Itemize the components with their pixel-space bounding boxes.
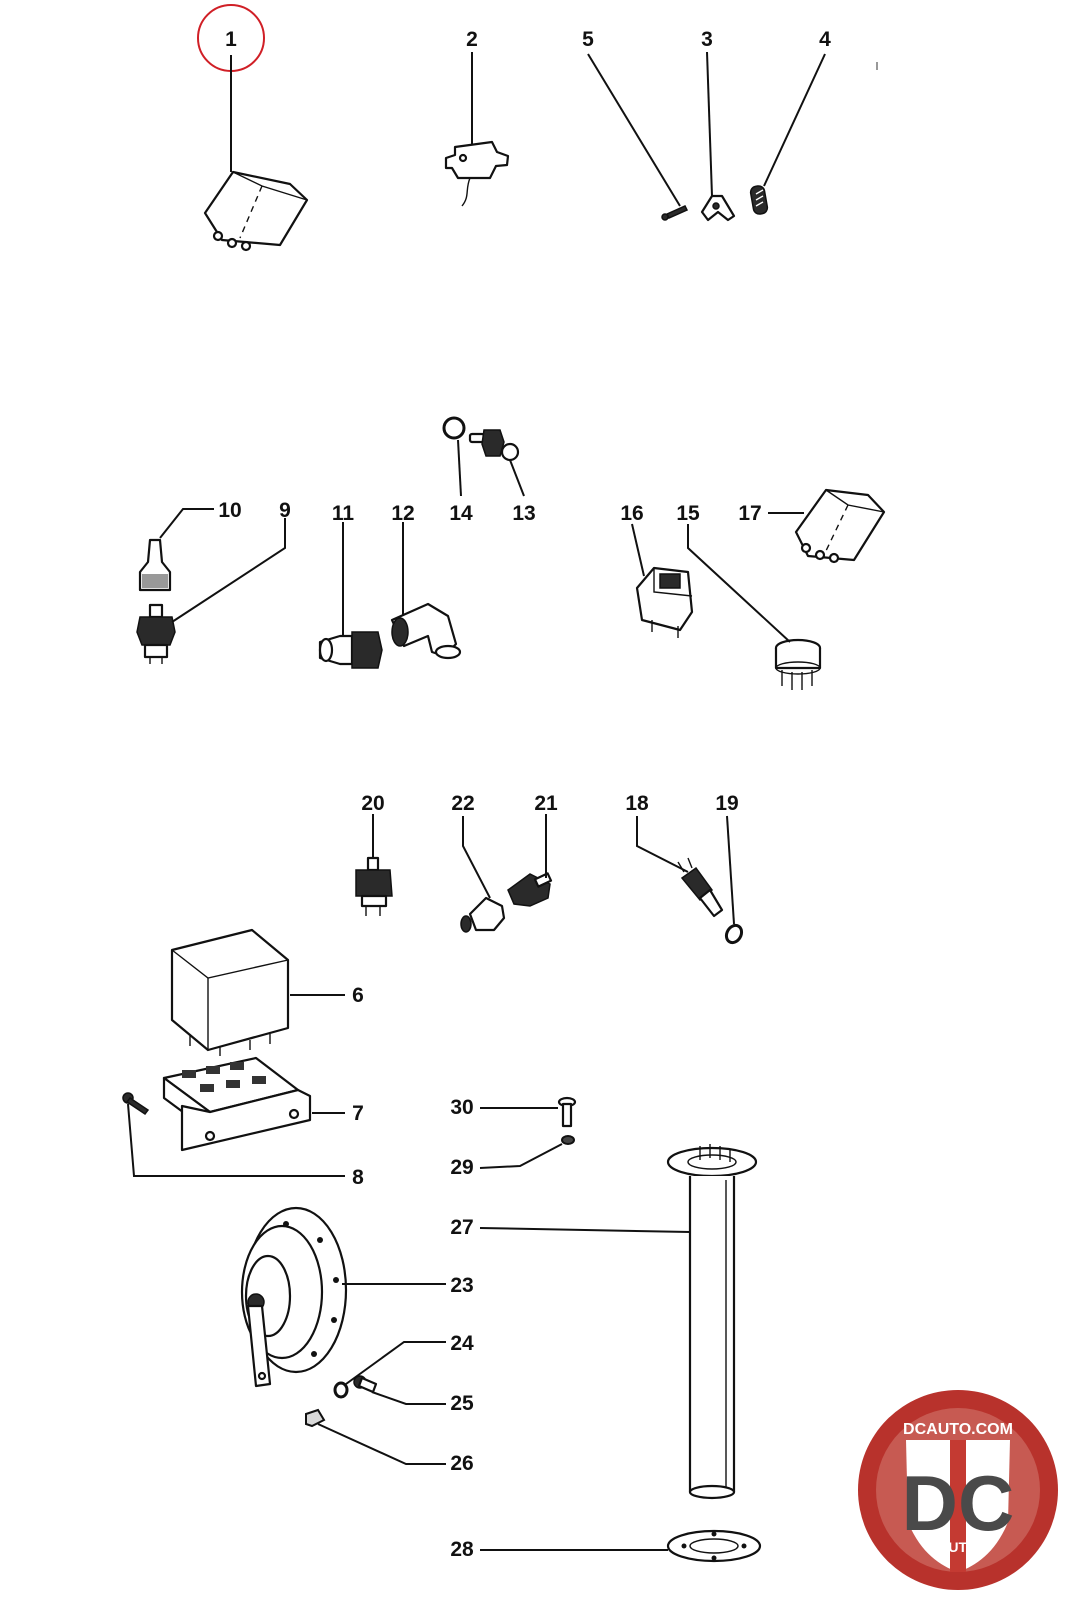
callout-22[interactable]: 22	[451, 792, 474, 815]
callout-26[interactable]: 26	[450, 1452, 473, 1475]
part-21-sender[interactable]	[507, 872, 553, 907]
leader-25	[371, 1391, 446, 1405]
part-8-screw[interactable]	[122, 1092, 150, 1116]
callout-1[interactable]: 1	[225, 28, 237, 51]
callout-19[interactable]: 19	[715, 792, 738, 815]
part-29-washer[interactable]	[561, 1135, 575, 1145]
watermark-top-text: DCAUTO.COM	[903, 1421, 1013, 1438]
part-9-switch[interactable]	[136, 603, 176, 664]
part-30-screw[interactable]	[557, 1096, 577, 1128]
part-3-clip[interactable]	[700, 194, 736, 222]
callout-5[interactable]: 5	[582, 28, 594, 51]
part-26-nut[interactable]	[305, 1408, 326, 1428]
callout-25[interactable]: 25	[450, 1392, 474, 1415]
callout-10[interactable]: 10	[218, 499, 241, 522]
part-25-bolt[interactable]	[353, 1375, 378, 1394]
part-18-sensor[interactable]	[677, 857, 724, 918]
leader-4	[763, 53, 826, 187]
leader-15	[687, 524, 791, 643]
callout-28[interactable]: 28	[450, 1538, 474, 1561]
leader-9	[171, 518, 286, 623]
part-19-washer[interactable]	[723, 923, 744, 946]
part-22-switch[interactable]	[460, 896, 506, 933]
leader-3	[706, 51, 713, 197]
leader-13	[509, 459, 525, 497]
watermark-bottom-text: AUTO	[938, 1539, 978, 1555]
callout-27[interactable]: 27	[450, 1216, 473, 1239]
callout-24[interactable]: 24	[450, 1332, 474, 1355]
callout-9[interactable]: 9	[279, 499, 291, 522]
leader-24	[345, 1341, 446, 1385]
part-10-boot[interactable]	[138, 538, 172, 592]
callout-3[interactable]: 3	[701, 28, 713, 51]
callout-4[interactable]: 4	[819, 28, 831, 51]
part-16-relay[interactable]	[635, 566, 694, 638]
part-20-switch[interactable]	[355, 856, 393, 916]
leader-26	[317, 1423, 446, 1465]
leader-19	[726, 815, 735, 925]
part-12-elbow[interactable]	[390, 602, 462, 660]
part-23-horn[interactable]	[240, 1206, 348, 1388]
dcauto-watermark-logo: DC DCAUTO.COM AUTO	[858, 1390, 1058, 1590]
part-2-switch[interactable]	[444, 140, 510, 207]
leader-29	[479, 1143, 563, 1169]
part-7-relay-plate[interactable]	[162, 1056, 312, 1152]
leader-18	[636, 816, 689, 873]
leader-22	[462, 816, 491, 899]
part-13-sensor[interactable]	[468, 429, 520, 462]
part-5-screw[interactable]	[661, 205, 689, 221]
part-15-canister[interactable]	[774, 638, 822, 690]
part-4-fuse[interactable]	[749, 185, 769, 215]
callout-15[interactable]: 15	[676, 502, 700, 525]
callout-11[interactable]: 11	[332, 502, 355, 525]
part-14-washer[interactable]	[442, 416, 466, 440]
callout-12[interactable]: 12	[391, 502, 414, 525]
callout-14[interactable]: 14	[449, 502, 473, 525]
callout-13[interactable]: 13	[512, 502, 535, 525]
callout-16[interactable]: 16	[620, 502, 643, 525]
callout-2[interactable]: 2	[466, 28, 478, 51]
part-6-relay[interactable]	[170, 928, 290, 1056]
callout-8[interactable]: 8	[352, 1166, 364, 1189]
callout-17[interactable]: 17	[738, 502, 761, 525]
callout-7[interactable]: 7	[352, 1102, 364, 1125]
leader-10	[159, 508, 214, 539]
callout-23[interactable]: 23	[450, 1274, 473, 1297]
part-17-relay[interactable]	[794, 488, 886, 564]
part-1-relay[interactable]	[203, 170, 309, 252]
part-24-washer[interactable]	[333, 1381, 349, 1399]
callout-30[interactable]: 30	[450, 1096, 473, 1119]
leader-14	[457, 439, 462, 497]
part-27-sender-tube[interactable]	[666, 1144, 758, 1500]
watermark-letters: DC	[902, 1459, 1015, 1547]
callout-18[interactable]: 18	[625, 792, 649, 815]
part-28-gasket[interactable]	[666, 1529, 762, 1563]
leader-27	[479, 1227, 691, 1233]
callout-6[interactable]: 6	[352, 984, 364, 1007]
callout-29[interactable]: 29	[450, 1156, 473, 1179]
callout-20[interactable]: 20	[361, 792, 384, 815]
leader-16	[631, 523, 645, 577]
leader-8	[127, 1103, 345, 1177]
part-11-connector[interactable]	[318, 631, 383, 669]
leader-5	[587, 53, 681, 207]
callout-21[interactable]: 21	[534, 792, 558, 815]
